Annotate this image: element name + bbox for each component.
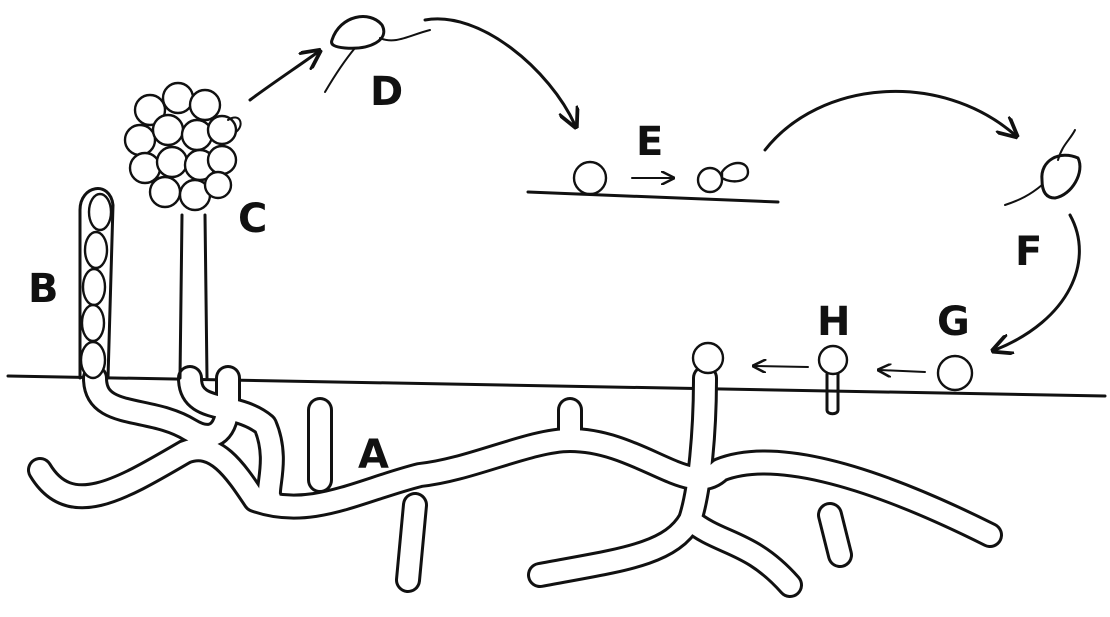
label-c: C	[238, 196, 267, 242]
label-b: B	[28, 266, 59, 312]
arrow-e-to-f	[765, 91, 1015, 150]
label-g: G	[937, 299, 970, 345]
spore-cluster	[125, 83, 241, 210]
new-sporangium	[693, 343, 723, 373]
spore-sac-b	[80, 189, 113, 378]
label-e: E	[636, 119, 663, 165]
label-a: A	[358, 432, 389, 478]
label-f: F	[1015, 229, 1042, 275]
arrow-g-to-h	[880, 370, 925, 372]
cell-g	[938, 356, 972, 390]
arrow-c-to-d	[250, 52, 318, 100]
flagellated-cell-f	[1005, 130, 1080, 205]
label-d: D	[370, 69, 403, 115]
label-h: H	[817, 299, 850, 345]
sporangiophore-c	[125, 83, 241, 378]
arrow-d-to-e	[425, 19, 575, 125]
arrow-h-to-sporangium	[755, 366, 808, 367]
mycelium-hyphae	[40, 378, 990, 585]
encysting-spore-e	[528, 162, 778, 202]
germinating-cell-h	[819, 346, 847, 414]
